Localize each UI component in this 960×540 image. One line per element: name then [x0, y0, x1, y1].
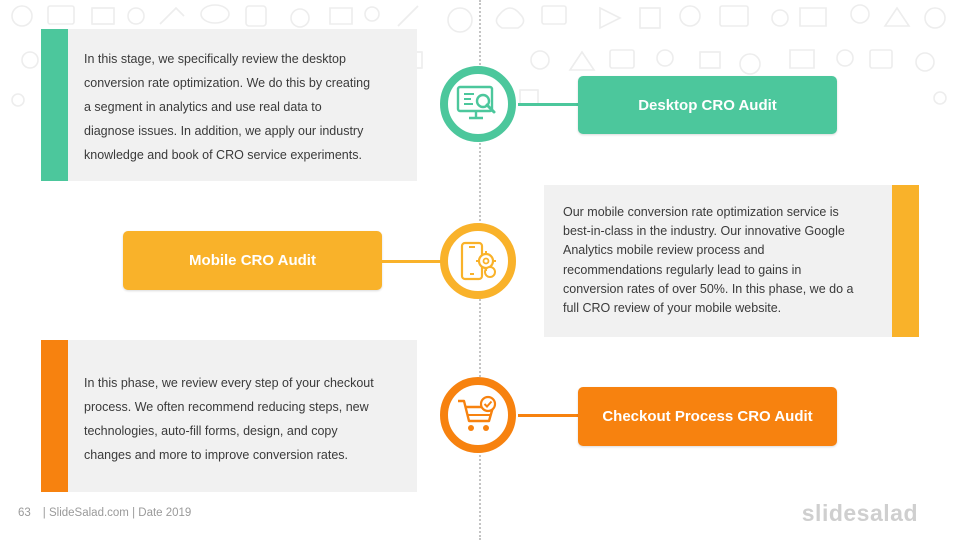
description-line: diagnose issues. In addition, we apply o…: [84, 124, 364, 138]
mobile-cro-audit-label: Mobile CRO Audit: [123, 231, 382, 290]
checkout-process-cro-audit-label: Checkout Process CRO Audit: [578, 387, 837, 446]
description-line: Analytics mobile review process and: [563, 243, 765, 258]
shopping-cart-check-icon: [458, 395, 497, 431]
description-line: a segment in analytics and use real data…: [84, 100, 322, 114]
panel-accent-bar: [41, 29, 68, 181]
description-line: conversion rates of over 50%. In this ph…: [563, 281, 854, 296]
description-line: full CRO review of your mobile website.: [563, 301, 782, 316]
mobile-gears-icon: [460, 241, 496, 281]
page-number: 63: [18, 507, 31, 519]
description-line: In this stage, we specifically review th…: [84, 52, 346, 66]
checkout-icon-circle: [440, 377, 516, 453]
connector-line: [518, 103, 580, 106]
monitor-search-icon: [456, 85, 496, 120]
panel-accent-bar: [892, 185, 919, 337]
description-line: knowledge and book of CRO service experi…: [84, 148, 362, 162]
brand-logo: slidesalad: [801, 500, 918, 526]
description-line: best-in-class in the industry. Our innov…: [563, 224, 845, 239]
checkout-description-panel: In this phase, we review every step of y…: [41, 340, 417, 492]
panel-accent-bar: [41, 340, 68, 492]
connector-line: [382, 260, 442, 263]
description-line: technologies, auto-fill forms, design, a…: [84, 424, 338, 438]
desktop-description-panel: In this stage, we specifically review th…: [41, 29, 417, 181]
description-line: In this phase, we review every step of y…: [84, 376, 374, 390]
description-line: conversion rate optimization. We do this…: [84, 76, 371, 90]
description-line: changes and more to improve conversion r…: [84, 448, 349, 462]
mobile-icon-circle: [440, 223, 516, 299]
description-line: recommendations regularly lead to gains …: [563, 262, 802, 277]
description-line: Our mobile conversion rate optimization …: [563, 205, 839, 219]
footer: 63 | SlideSalad.com | Date 2019: [18, 507, 191, 519]
description-line: process. We often recommend reducing ste…: [84, 400, 369, 414]
desktop-icon-circle: [440, 66, 516, 142]
desktop-cro-audit-label: Desktop CRO Audit: [578, 76, 837, 134]
mobile-description-panel: Our mobile conversion rate optimization …: [544, 185, 919, 337]
connector-line: [518, 414, 580, 417]
footer-text: | SlideSalad.com | Date 2019: [42, 507, 192, 519]
